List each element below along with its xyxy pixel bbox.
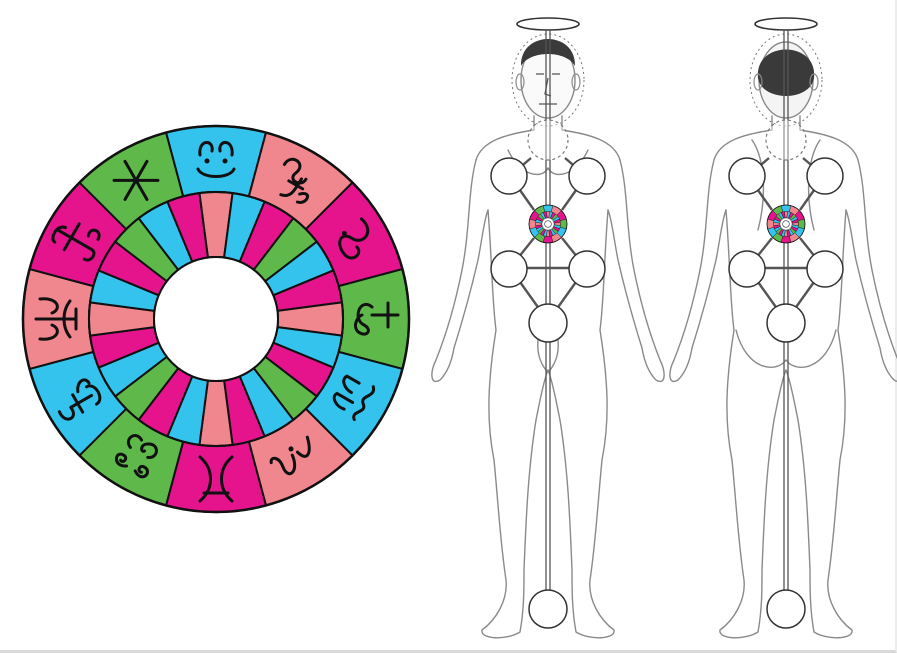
right-hip-node (807, 251, 843, 287)
throat-node (528, 120, 568, 160)
back-body-figure (670, 18, 897, 638)
left-arm (432, 116, 534, 381)
glyph-dot (223, 159, 228, 164)
right-shoulder-node (807, 158, 843, 194)
right-shoulder-node (569, 158, 605, 194)
left-shoulder-node (491, 158, 527, 194)
pelvis-node (767, 304, 805, 342)
mini-center (780, 218, 792, 230)
mini-center (542, 218, 554, 230)
left-hip-node (729, 251, 765, 287)
heart-mini-wheel (767, 205, 805, 243)
zodiac-wheel (23, 126, 409, 512)
left-shoulder-node (729, 158, 765, 194)
front-body-figure (432, 18, 664, 638)
left-arm (670, 116, 772, 381)
throat-node (766, 120, 806, 160)
right-arm (562, 116, 664, 381)
pelvis-node (529, 304, 567, 342)
heart-mini-wheel (529, 205, 567, 243)
right-arm (800, 116, 897, 381)
halo (517, 18, 579, 30)
center-disc (154, 257, 278, 381)
right-hip-node (569, 251, 605, 287)
ground-node (767, 590, 805, 628)
ground-node (529, 590, 567, 628)
groin (538, 340, 558, 372)
hair (758, 50, 814, 97)
halo (755, 18, 817, 30)
left-hip-node (491, 251, 527, 287)
glyph-dot (205, 159, 210, 164)
